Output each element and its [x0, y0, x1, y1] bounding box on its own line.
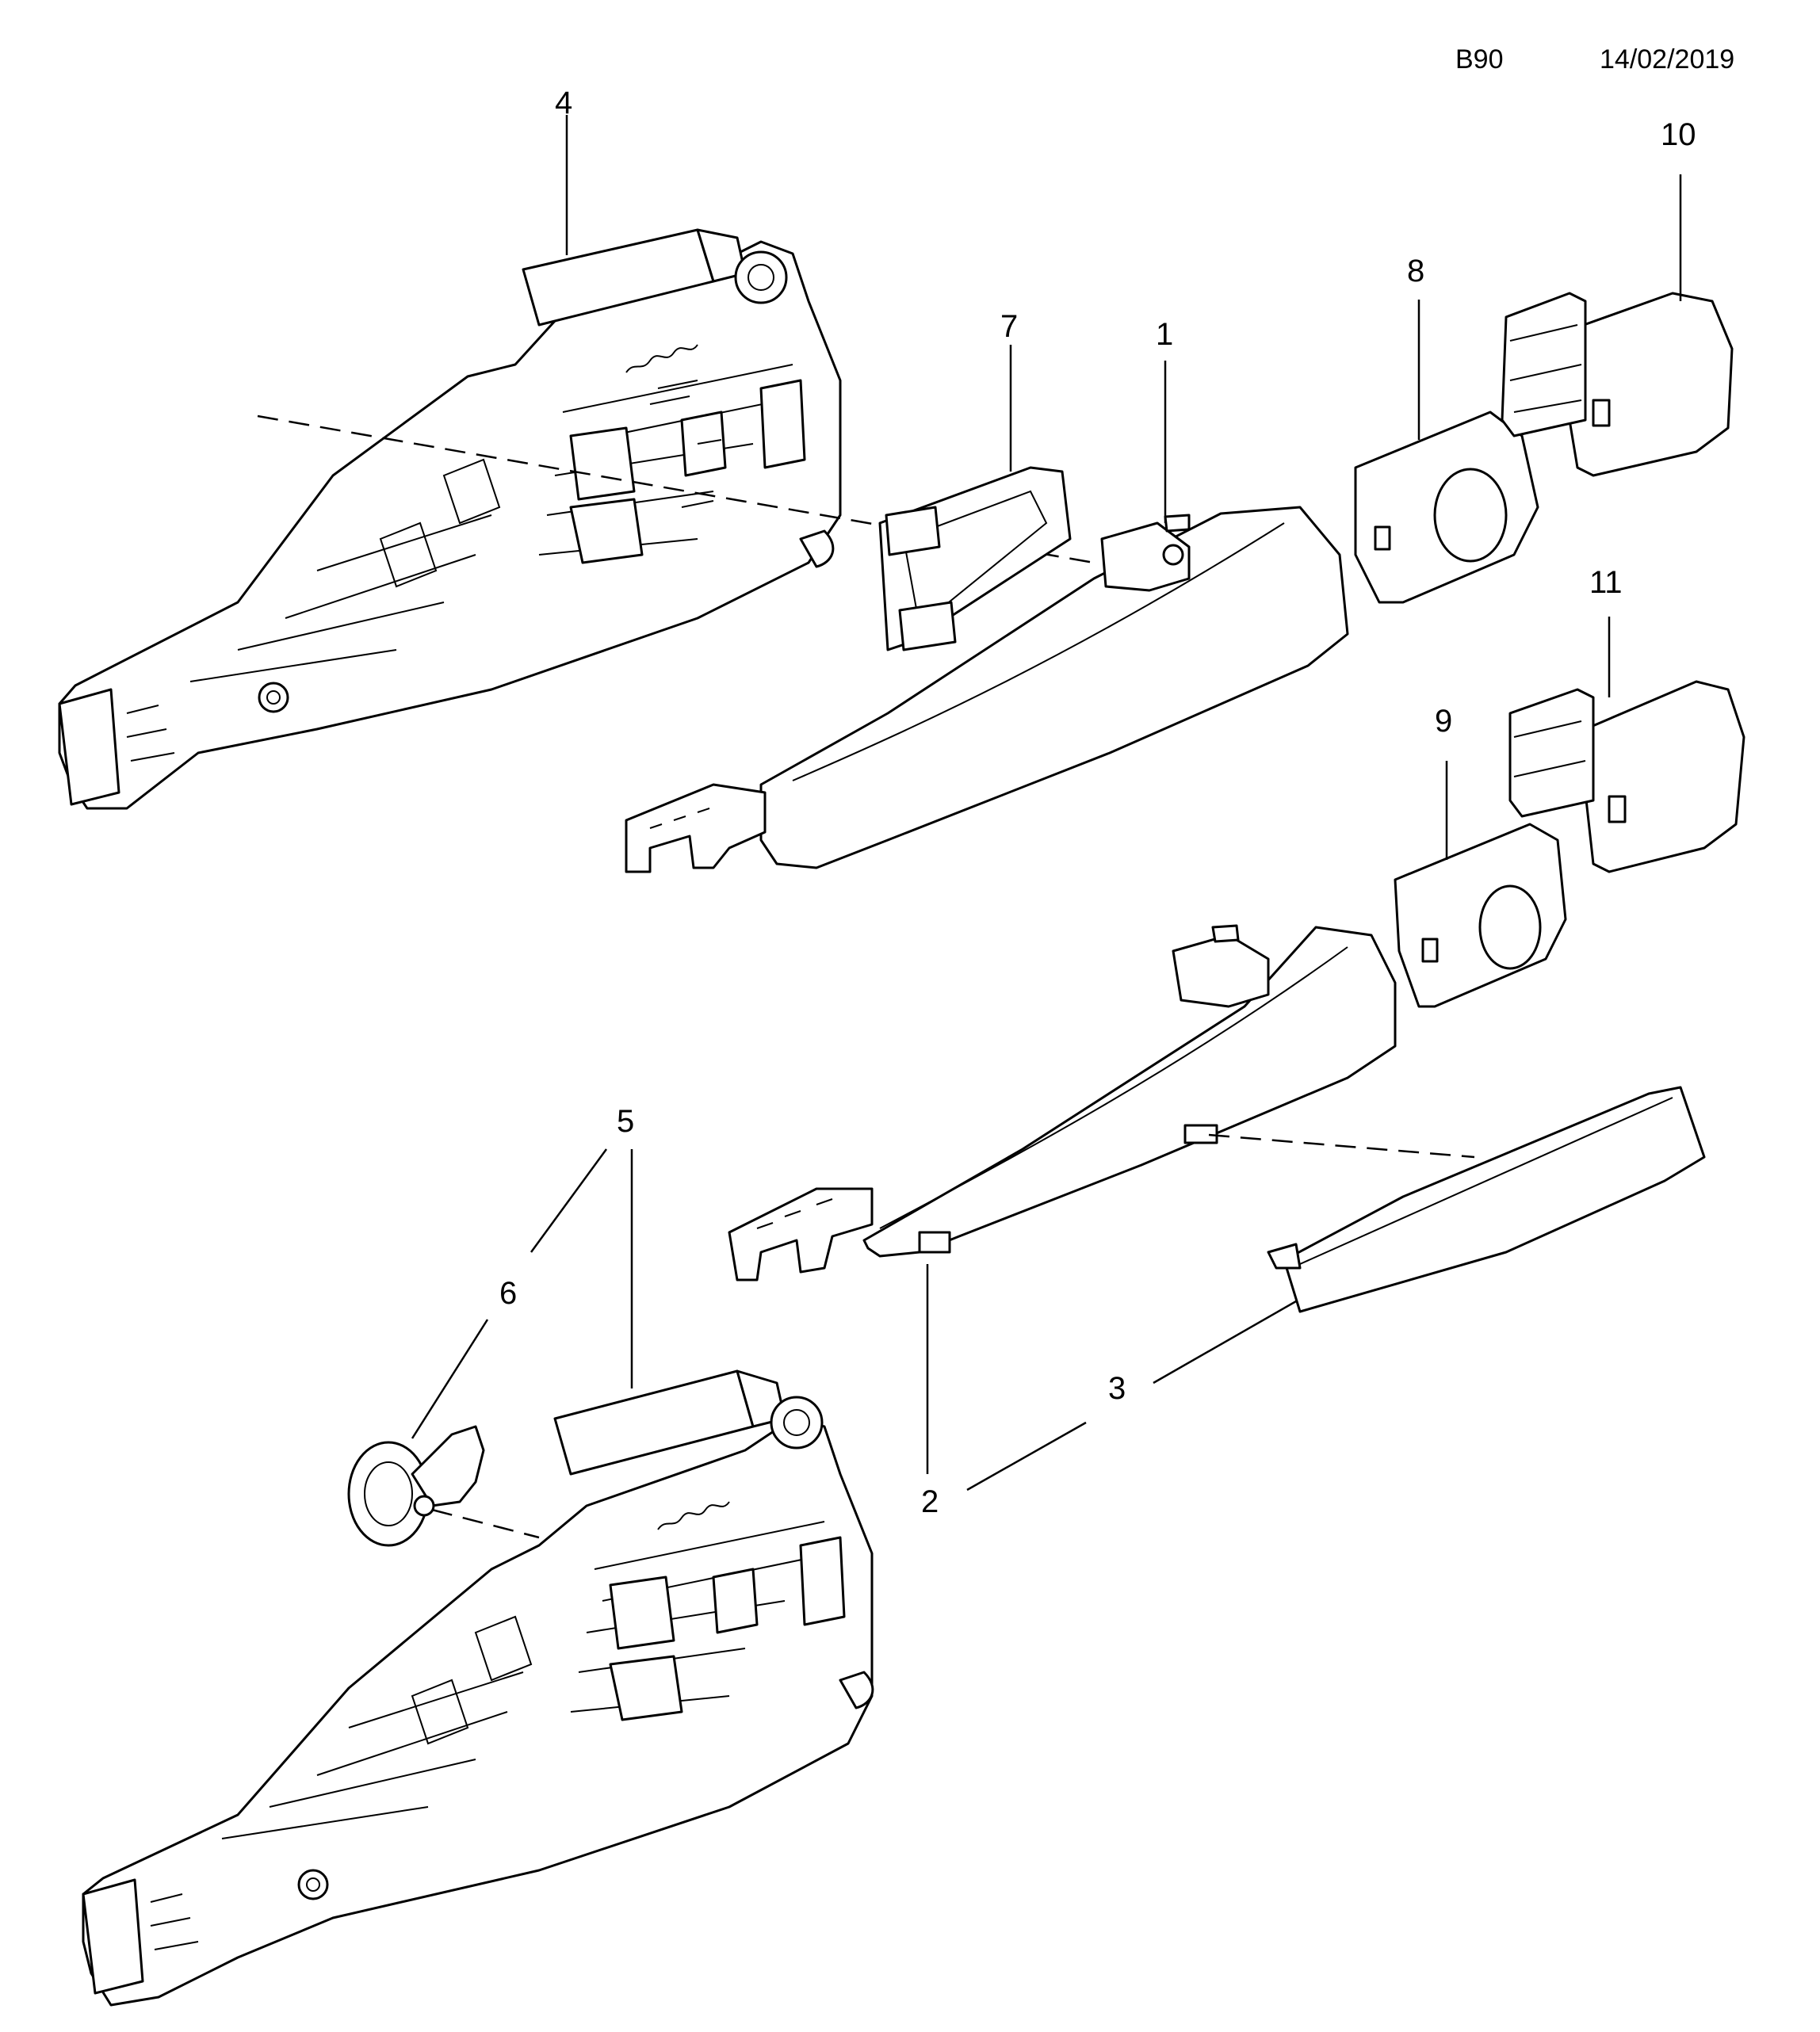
callout-7: 7	[1000, 309, 1018, 344]
callout-10: 10	[1661, 117, 1696, 152]
callout-9: 9	[1435, 704, 1452, 739]
lower-clip-cap	[1508, 680, 1745, 873]
callout-3: 3	[1108, 1371, 1126, 1406]
callout-6: 6	[499, 1276, 517, 1311]
diagram-date: 14/02/2019	[1600, 44, 1735, 74]
callout-2: 2	[921, 1484, 939, 1519]
gasket	[878, 466, 1072, 651]
lower-handle-carrier	[82, 1369, 874, 2007]
upper-clip-cap	[1501, 292, 1734, 477]
callout-1: 1	[1156, 317, 1173, 352]
lower-lock-cap	[1394, 823, 1567, 1008]
upper-handle-carrier	[58, 228, 842, 810]
upper-outer-handle	[625, 506, 1349, 873]
callout-8: 8	[1407, 254, 1424, 288]
callout-11: 11	[1589, 565, 1623, 600]
lock-cylinder	[347, 1425, 485, 1547]
upper-lock-cap	[1354, 411, 1539, 604]
lower-outer-handle	[728, 924, 1397, 1281]
diagram-code: B90	[1455, 44, 1504, 74]
callout-5: 5	[617, 1104, 634, 1139]
handle-trim-strip	[1267, 1086, 1706, 1313]
callout-4: 4	[555, 86, 572, 120]
